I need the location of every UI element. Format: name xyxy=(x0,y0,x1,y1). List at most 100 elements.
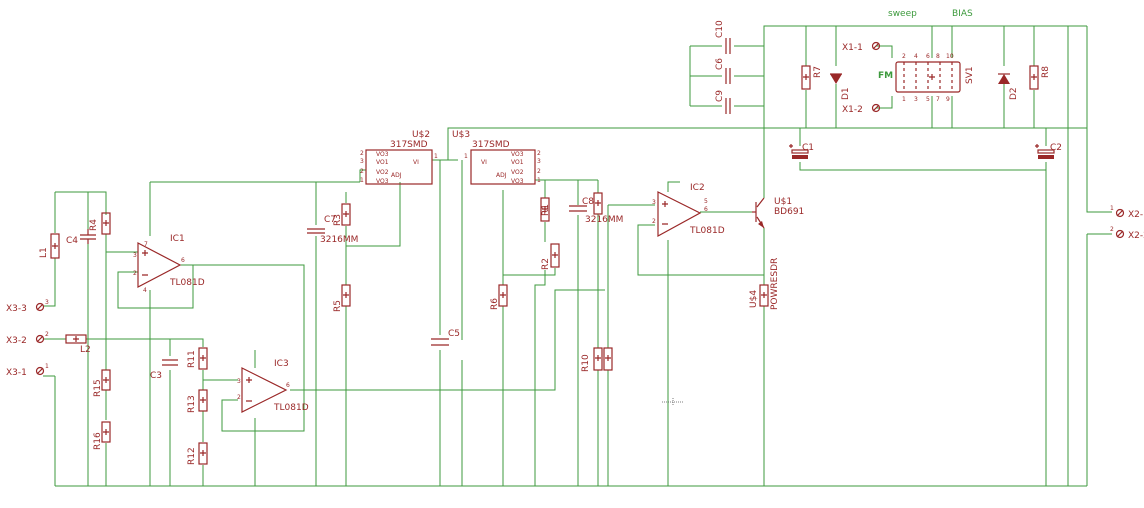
crosshair-icon xyxy=(662,398,684,406)
u4-value: POWRESDR xyxy=(770,258,780,310)
u1-label: U$1 xyxy=(774,197,792,207)
u2-p3: 3 xyxy=(360,158,364,165)
ic1-pin6: 6 xyxy=(181,257,185,264)
header-sv1: 2 4 6 8 10 1 3 5 7 9 SV1 xyxy=(895,53,975,103)
x2-1-label: X2-1 xyxy=(1128,210,1144,220)
r11-label: R11 xyxy=(187,350,197,368)
x3-2-label: X3-2 xyxy=(6,336,27,346)
diode-d1: D1 xyxy=(830,73,851,100)
r4-label: R4 xyxy=(89,219,99,231)
sv1-p8: 8 xyxy=(936,53,940,60)
u3-pin-adj: ADJ xyxy=(496,172,507,179)
capacitor-c3: C3 xyxy=(150,359,178,381)
resistor-r7: R7 xyxy=(801,65,823,90)
ic2-pin2: 2 xyxy=(652,218,656,225)
r8-label: R8 xyxy=(1041,66,1051,78)
connector-x2-1: 1 X2-1 xyxy=(1110,205,1144,220)
connector-x1-1: X1-1 xyxy=(842,41,881,53)
u3-label: U$3 xyxy=(452,130,470,140)
opamp-ic1: 3 2 6 7 4 IC1 TL081D xyxy=(133,234,205,294)
capacitor-c6: C6 xyxy=(715,58,731,84)
ic1-pin4: 4 xyxy=(143,287,147,294)
r15-label: R15 xyxy=(93,379,103,397)
ic3-pin2: 2 xyxy=(237,394,241,401)
sv1-p6: 6 xyxy=(926,53,930,60)
net-label-sweep: sweep xyxy=(888,9,917,19)
ic1-pin3: 3 xyxy=(133,252,137,259)
resistor-r16: R16 xyxy=(93,421,111,450)
u2-value: 317SMD xyxy=(390,140,428,150)
resistor-r5: R5 xyxy=(333,284,351,312)
ic1-label: IC1 xyxy=(170,234,185,244)
resistor-r12: R12 xyxy=(187,442,208,465)
u3-pin-vo3b: VO3 xyxy=(511,178,524,185)
c10-label: C10 xyxy=(715,20,725,38)
sv1-p2: 2 xyxy=(902,53,906,60)
c8-label: C8 xyxy=(582,197,594,207)
u3-p2: 2 xyxy=(537,150,541,157)
r6-label: R6 xyxy=(490,298,500,310)
capacitor-c9: C9 xyxy=(715,90,731,114)
ic3-label: IC3 xyxy=(274,359,289,369)
ic3-pin3: 3 xyxy=(237,378,241,385)
d2-label: D2 xyxy=(1009,87,1019,100)
capacitor-c1: C1 xyxy=(789,143,814,159)
opamp-ic2: 3 2 5 6 IC2 TL081D xyxy=(652,183,725,238)
capacitor-c10: C10 xyxy=(715,20,731,54)
regulator-u2: VO3 VO1 VO2 VO3 VI ADJ 2 3 2 1 1 U$2 317… xyxy=(360,130,438,185)
u2-p2: 2 xyxy=(360,150,364,157)
ic2-pin3: 3 xyxy=(652,199,656,206)
resistor-r10b xyxy=(603,347,613,371)
u2-label: U$2 xyxy=(412,130,430,140)
ic3-pin6: 6 xyxy=(286,382,290,389)
inductor-l2: L2 xyxy=(65,334,91,355)
c4-label: C4 xyxy=(66,236,78,246)
c2-label: C2 xyxy=(1050,143,1062,153)
transistor-u1: U$1 BD691 xyxy=(752,197,804,229)
r13-label: R13 xyxy=(187,395,197,413)
resistor-r3: R3 xyxy=(333,203,351,226)
u1-value: BD691 xyxy=(774,207,804,217)
inductor-l1: L1 xyxy=(39,233,60,259)
u2-pin-vo3: VO3 xyxy=(376,151,389,158)
capacitor-c2: C2 xyxy=(1035,143,1062,159)
c6-label: C6 xyxy=(715,58,725,70)
r2-label: R2 xyxy=(541,258,551,270)
r1-label: R1 xyxy=(541,204,551,216)
u4-label: U$4 xyxy=(749,290,759,308)
r5-label: R5 xyxy=(333,300,343,312)
c9-label: C9 xyxy=(715,90,725,102)
sv1-label: SV1 xyxy=(965,66,975,84)
resistor-r13: R13 xyxy=(187,389,208,413)
sv1-p1: 1 xyxy=(902,96,906,103)
resistor-r2: R2 xyxy=(541,243,560,270)
resistor-r11: R11 xyxy=(187,347,208,370)
u2-pin-vo1: VO1 xyxy=(376,159,389,166)
c7-label: C7 xyxy=(324,215,336,225)
sv1-p4: 4 xyxy=(914,53,918,60)
x1-2-label: X1-2 xyxy=(842,105,863,115)
d1-label: D1 xyxy=(841,87,851,100)
capacitors: C4 C3 C7 3216MM C5 C8 3216MM C10 C6 xyxy=(66,20,1062,381)
u2-p2b: 2 xyxy=(360,168,364,175)
ic2-value: TL081D xyxy=(689,226,725,236)
opamp-ic3: 3 2 6 IC3 TL081D xyxy=(237,359,309,413)
net-label-fm: FM xyxy=(878,71,893,81)
u3-p1: 1 xyxy=(537,177,541,184)
sv1-p5: 5 xyxy=(926,96,930,103)
u3-pin-vi: VI xyxy=(481,159,487,166)
x3-3-label: X3-3 xyxy=(6,304,27,314)
c3-label: C3 xyxy=(150,371,162,381)
r12-label: R12 xyxy=(187,447,197,465)
u3-pin-vo3: VO3 xyxy=(511,151,524,158)
connector-x3-1: 1 X3-1 xyxy=(6,363,49,378)
ic1-pin2: 2 xyxy=(133,270,137,277)
c8-package: 3216MM xyxy=(585,215,623,225)
c7-package: 3216MM xyxy=(320,235,358,245)
resistor-u4-powresdr: U$4 POWRESDR xyxy=(749,258,780,310)
x3-1-pin: 1 xyxy=(45,363,49,370)
capacitor-c8: C8 3216MM xyxy=(569,197,623,225)
u2-pin-vo3b: VO3 xyxy=(376,178,389,185)
wires xyxy=(43,25,1112,487)
x3-1-label: X3-1 xyxy=(6,368,27,378)
